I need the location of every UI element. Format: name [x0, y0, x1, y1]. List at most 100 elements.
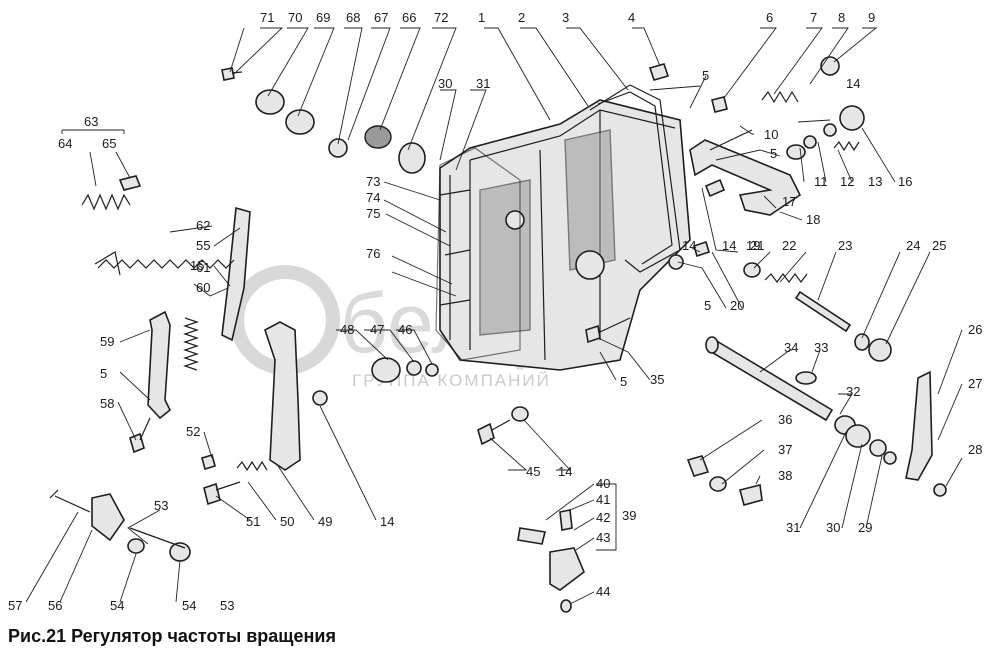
part-label: 66 — [402, 10, 416, 25]
bracket-part — [689, 139, 802, 216]
part-label: 51 — [246, 514, 260, 529]
part-label: 26 — [968, 322, 982, 337]
part-label: 4 — [628, 10, 635, 25]
part-label: 18 — [806, 212, 820, 227]
part-label: 37 — [778, 442, 792, 457]
part-label: 42 — [596, 510, 610, 525]
part-number-labels: 1 2 3 4 5 5 5 5 5 6 7 8 9 10 11 12 13 14… — [8, 10, 982, 613]
part-label: 1 — [478, 10, 485, 25]
part-label: 30 — [826, 520, 840, 535]
part-label: 62 — [196, 218, 210, 233]
part-label: 56 — [48, 598, 62, 613]
part-label: 73 — [366, 174, 380, 189]
part-label: 5 — [620, 374, 627, 389]
rod-part — [794, 290, 852, 333]
part-label: 29 — [858, 520, 872, 535]
part-label: 41 — [596, 492, 610, 507]
part-label: 11 — [814, 174, 828, 189]
part-label: 31 — [786, 520, 800, 535]
part-label: 71 — [260, 10, 274, 25]
part-label: 30 — [438, 76, 452, 91]
part-label: 27 — [968, 376, 982, 391]
part-label: 15 — [190, 258, 204, 273]
part-label: 7 — [810, 10, 817, 25]
fasteners — [49, 56, 947, 613]
part-label: 5 — [770, 146, 777, 161]
part-label: 31 — [476, 76, 490, 91]
part-label: 49 — [318, 514, 332, 529]
figure-caption: Рис.21 Регулятор частоты вращения — [8, 626, 336, 646]
part-label: 14 — [682, 238, 696, 253]
part-label: 54 — [182, 598, 196, 613]
lever-58 — [147, 310, 172, 420]
part-label: 40 — [596, 476, 610, 491]
part-label: 2 — [518, 10, 525, 25]
part-label: 17 — [782, 194, 796, 209]
part-label: 74 — [366, 190, 380, 205]
part-label: 52 — [186, 424, 200, 439]
part-label: 25 — [932, 238, 946, 253]
part-label: 35 — [650, 372, 664, 387]
watermark-subtitle: ГРУППА КОМПАНИЙ — [352, 371, 551, 390]
part-label: 61 — [196, 260, 210, 275]
part-label: 60 — [196, 280, 210, 295]
part-label: 13 — [868, 174, 882, 189]
part-label: 14 — [846, 76, 860, 91]
part-label: 69 — [316, 10, 330, 25]
part-label: 64 — [58, 136, 72, 151]
springs — [81, 90, 860, 472]
part-label: 14 — [722, 238, 736, 253]
part-label: 47 — [370, 322, 384, 337]
part-label: 65 — [102, 136, 116, 151]
cover-gasket — [435, 84, 681, 361]
part-label: 5 — [704, 298, 711, 313]
part-label: 75 — [366, 206, 380, 221]
part-label: 36 — [778, 412, 792, 427]
part-label: 20 — [730, 298, 744, 313]
part-label: 22 — [782, 238, 796, 253]
part-label: 5 — [702, 68, 709, 83]
part-label: 38 — [778, 468, 792, 483]
part-label: 48 — [340, 322, 354, 337]
part-label: 32 — [846, 384, 860, 399]
part-label: 33 — [814, 340, 828, 355]
shaft-part — [705, 336, 834, 422]
part-label: 53 — [220, 598, 234, 613]
part-label: 57 — [8, 598, 22, 613]
part-label: 43 — [596, 530, 610, 545]
part-label: 34 — [784, 340, 798, 355]
part-label: 45 — [526, 464, 540, 479]
part-label: 3 — [562, 10, 569, 25]
part-label: 67 — [374, 10, 388, 25]
lever-48 — [264, 321, 301, 471]
leader-lines — [25, 27, 963, 605]
part-label: 24 — [906, 238, 920, 253]
part-label: 28 — [968, 442, 982, 457]
regulator-housing — [439, 99, 691, 371]
part-label: 14 — [380, 514, 394, 529]
part-label: 53 — [154, 498, 168, 513]
part-label: 63 — [84, 114, 98, 129]
part-label: 14 — [558, 464, 572, 479]
part-label: 68 — [346, 10, 360, 25]
part-label: 59 — [100, 334, 114, 349]
part-label: 16 — [898, 174, 912, 189]
part-label: 70 — [288, 10, 302, 25]
part-label: 46 — [398, 322, 412, 337]
part-label: 39 — [622, 508, 636, 523]
lever-54 — [221, 206, 251, 342]
part-label: 54 — [110, 598, 124, 613]
part-label: 58 — [100, 396, 114, 411]
part-label: 23 — [838, 238, 852, 253]
part-label: 50 — [280, 514, 294, 529]
part-label: 12 — [840, 174, 854, 189]
part-label: 9 — [868, 10, 875, 25]
part-label: 8 — [838, 10, 845, 25]
part-label: 72 — [434, 10, 448, 25]
part-label: 6 — [766, 10, 773, 25]
lever-part — [905, 370, 933, 481]
part-label: 19 — [746, 238, 760, 253]
part-label: 5 — [100, 366, 107, 381]
part-label: 55 — [196, 238, 210, 253]
